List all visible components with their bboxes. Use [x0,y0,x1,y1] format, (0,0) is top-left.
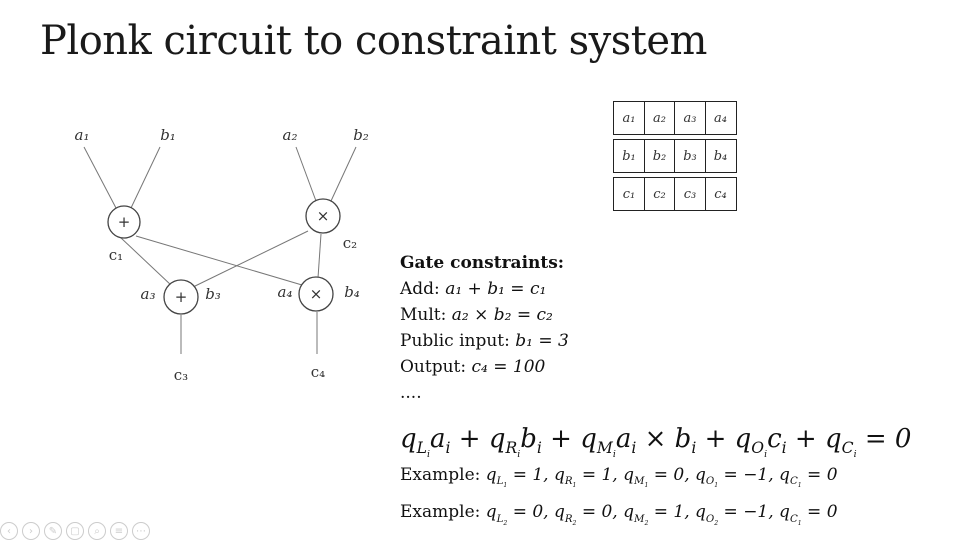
table-cell: c₂ [643,177,676,211]
example-line: Example: qL2 = 0, qR2 = 0, qM2 = 1, qO2 … [400,499,838,536]
add-symbol: + [118,213,131,231]
table-cell: a₃ [674,101,706,135]
wire-c2-to-b4 [317,233,322,279]
table-row-b: b₁ b₂ b₃ b₄ [613,139,737,173]
table-row-c: c₁ c₂ c₃ c₄ [613,177,737,211]
constraint-line: Mult: a₂ × b₂ = c₂ [400,302,569,328]
constraint-line: Add: a₁ + b₁ = c₁ [400,276,569,302]
constraint-expr: b₁ = 3 [515,331,569,351]
example-expr: qL1 = 1, qR1 = 1, qM1 = 0, qO1 = −1, qC1… [485,465,838,490]
wire-label-a4: a₄ [278,283,293,301]
constraint-prefix: Output: [400,357,472,377]
wire-label-c4: c₄ [311,363,325,381]
add-gate-1 [107,205,141,239]
more-icon[interactable]: ⋯ [132,522,150,540]
gate-constraints: Gate constraints: Add: a₁ + b₁ = c₁ Mult… [400,250,569,406]
table-cell: c₃ [674,177,706,211]
example-label: Example: [400,465,486,485]
examples: Example: qL1 = 1, qR1 = 1, qM1 = 0, qO1 … [400,462,838,537]
menu-icon[interactable]: ≡ [110,522,128,540]
constraint-expr: a₁ + b₁ = c₁ [445,279,547,299]
example-label: Example: [400,502,486,523]
wire-label-c2: c₂ [343,234,357,252]
table-cell: b₁ [613,139,645,173]
input-b1: b₁ [160,126,176,144]
wire-a2 [295,146,317,202]
wire-label-a3: a₃ [141,285,156,303]
constraint-line: Output: c₄ = 100 [400,354,569,380]
constraint-expr: c₄ = 100 [471,357,546,377]
table-cell: b₄ [704,139,737,173]
constraint-expr: a₂ × b₂ = c₂ [451,305,553,325]
constraint-prefix: Mult: [400,305,452,325]
example-line: Example: qL1 = 1, qR1 = 1, qM1 = 0, qO1 … [400,462,838,499]
wire-label-c1: c₁ [109,246,123,264]
wire-table: a₁ a₂ a₃ a₄ b₁ b₂ b₃ b₄ c₁ c₂ c₃ c₄ [613,101,737,215]
wire-label-b4: b₄ [344,283,360,301]
table-cell: a₂ [643,101,676,135]
slide-toolbar: ‹ › ✎ ▢ ⌕ ≡ ⋯ [0,522,150,540]
zoom-icon[interactable]: ⌕ [88,522,106,540]
example-expr: qL2 = 0, qR2 = 0, qM2 = 1, qO2 = −1, qC1… [485,502,838,527]
play-icon[interactable]: › [22,522,40,540]
wire-b1 [130,146,161,209]
table-cell: b₃ [674,139,706,173]
table-cell: a₁ [613,101,645,135]
add-gate-2 [163,279,199,315]
ellipsis: .... [400,383,422,403]
wire-c1-to-a4 [135,235,303,286]
table-cell: c₁ [613,177,645,211]
mul-symbol: × [317,207,330,225]
wire-c2-to-b3 [190,230,309,289]
input-b2: b₂ [353,126,369,144]
mul-gate-2 [298,276,334,312]
wire-label-c3: c₃ [174,366,188,384]
wire-a1 [83,146,117,209]
mul-gate-1 [305,198,341,234]
wire-c1-to-a3 [119,236,173,287]
add-symbol: + [175,288,188,306]
input-a2: a₂ [283,126,298,144]
wire-label-b3: b₃ [205,285,221,303]
table-row-a: a₁ a₂ a₃ a₄ [613,101,737,135]
gate-constraints-heading: Gate constraints: [400,253,565,273]
plonk-equation: qLiai + qRibi + qMiai × bi + qOici + qCi… [400,424,912,461]
table-cell: c₄ [704,177,737,211]
back-icon[interactable]: ‹ [0,522,18,540]
input-a1: a₁ [75,126,90,144]
copy-icon[interactable]: ▢ [66,522,84,540]
constraint-line: Public input: b₁ = 3 [400,328,569,354]
pen-icon[interactable]: ✎ [44,522,62,540]
wire-b2 [330,146,357,202]
constraint-prefix: Add: [400,279,446,299]
slide-title: Plonk circuit to constraint system [40,18,707,64]
table-cell: b₂ [643,139,676,173]
table-cell: a₄ [704,101,737,135]
constraint-prefix: Public input: [400,331,516,351]
mul-symbol: × [310,285,323,303]
